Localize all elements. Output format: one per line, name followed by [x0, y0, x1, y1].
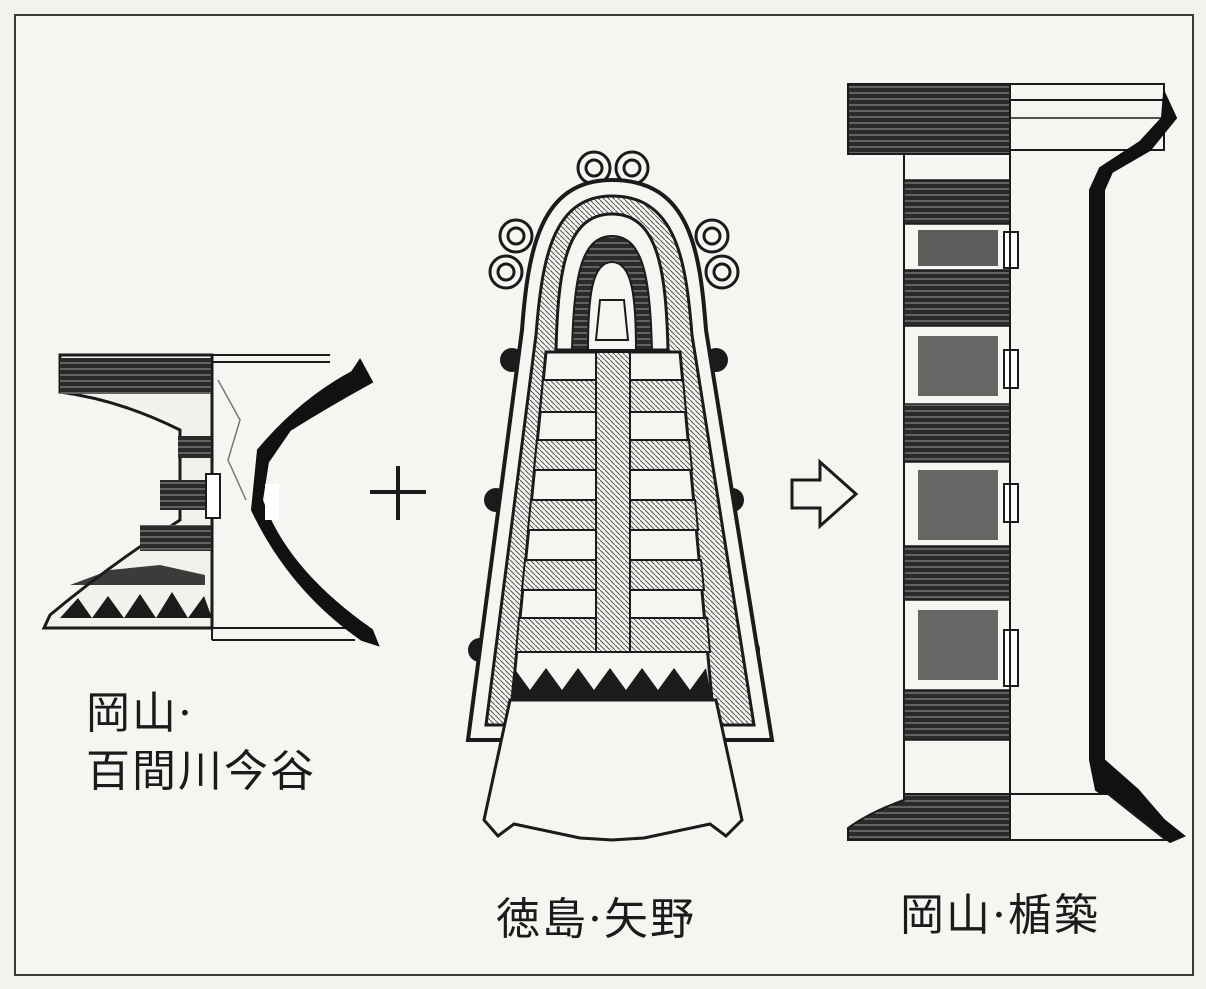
- left-vessel-exterior: [41, 353, 214, 630]
- plus-sign: [370, 466, 426, 520]
- label-tatetsuki: 岡山·楯築: [900, 890, 1100, 941]
- left-vessel-profile: [250, 358, 380, 647]
- label-yano: 徳島·矢野: [496, 894, 696, 945]
- left-vessel-drawing: [41, 353, 380, 647]
- dotaku-bell-drawing: [465, 150, 775, 842]
- right-vessel-drawing: [847, 83, 1186, 844]
- right-vessel-profile: [1089, 88, 1186, 844]
- label-hyakkengawa-line2: 百間川今谷: [86, 746, 316, 797]
- dotaku-skirt: [482, 698, 744, 842]
- label-hyakkengawa-line1: 岡山·: [86, 688, 194, 739]
- hollow-right-arrow: [790, 458, 859, 530]
